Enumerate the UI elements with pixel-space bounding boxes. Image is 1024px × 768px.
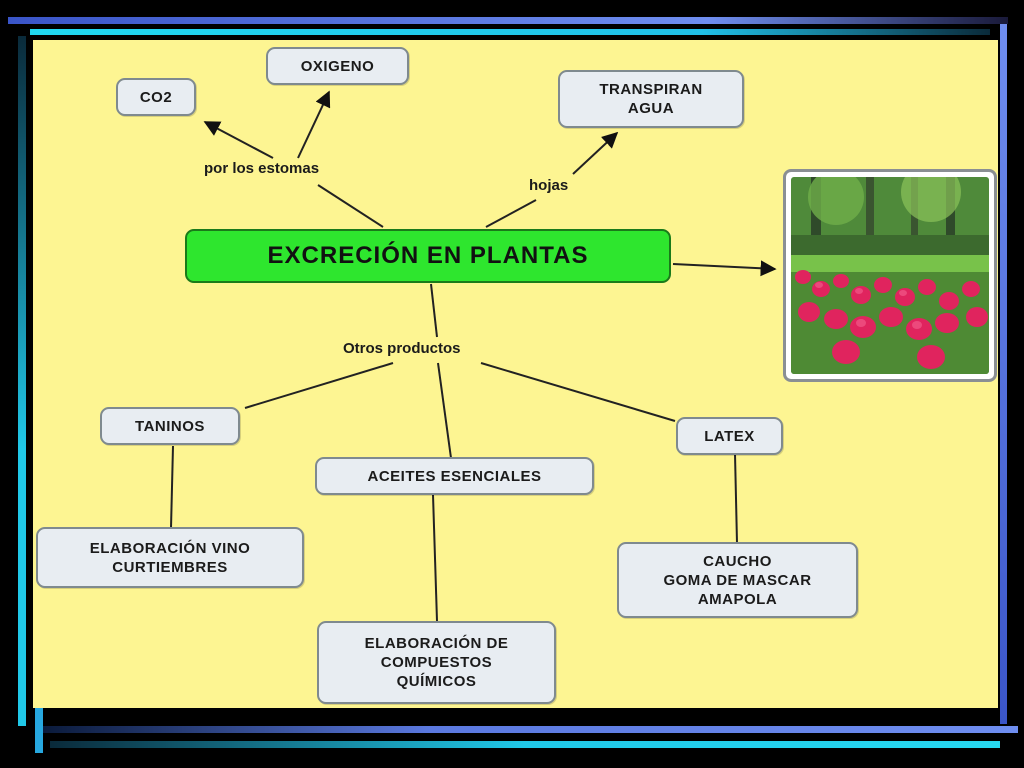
tulip-garden-image xyxy=(791,177,989,374)
node-latex: LATEX xyxy=(676,417,783,455)
frame-bottom-left-bar xyxy=(35,708,43,753)
node-aceites-esenciales: ACEITES ESENCIALES xyxy=(315,457,594,495)
node-transpiran-agua: TRANSPIRAN AGUA xyxy=(558,70,744,128)
label-por-los-estomas: por los estomas xyxy=(204,160,320,177)
node-taninos: TANINOS xyxy=(100,407,240,445)
arrow-transpiran xyxy=(572,131,619,175)
line-main-otros xyxy=(430,283,438,338)
line-aceites-compuestos xyxy=(432,494,438,622)
node-oxigeno: OXIGENO xyxy=(266,47,409,85)
arrow-co2 xyxy=(203,121,274,159)
concept-map-canvas: EXCRECIÓN EN PLANTAS por los estomas hoj… xyxy=(33,40,998,708)
node-caucho: CAUCHO GOMA DE MASCAR AMAPOLA xyxy=(617,542,858,618)
node-co2: CO2 xyxy=(116,78,196,116)
tulip-garden-photo xyxy=(783,169,997,382)
line-otros-taninos xyxy=(244,362,394,409)
frame-top-cyan-bar xyxy=(30,29,990,35)
label-hojas: hojas xyxy=(529,177,569,194)
frame-bottom-cyan-bar xyxy=(50,741,1000,748)
connector-lines xyxy=(170,90,777,622)
line-main-hojas xyxy=(485,199,537,228)
label-otros-productos: Otros productos xyxy=(343,340,461,357)
frame-top-bar xyxy=(8,17,1008,24)
frame-bottom-bar xyxy=(40,726,1018,733)
line-otros-latex xyxy=(480,362,676,422)
line-main-estomas xyxy=(317,184,384,228)
main-topic-node: EXCRECIÓN EN PLANTAS xyxy=(185,229,671,283)
node-compuestos-quimicos: ELABORACIÓN DE COMPUESTOS QUÍMICOS xyxy=(317,621,556,704)
arrow-photo xyxy=(672,260,777,277)
node-elaboracion-vino: ELABORACIÓN VINO CURTIEMBRES xyxy=(36,527,304,588)
arrow-oxigeno xyxy=(297,90,331,159)
frame-left-bar xyxy=(18,36,26,726)
line-otros-aceites xyxy=(437,362,452,459)
line-taninos-vino xyxy=(170,445,174,529)
frame-right-bar xyxy=(1000,24,1007,724)
line-latex-caucho xyxy=(734,453,738,544)
